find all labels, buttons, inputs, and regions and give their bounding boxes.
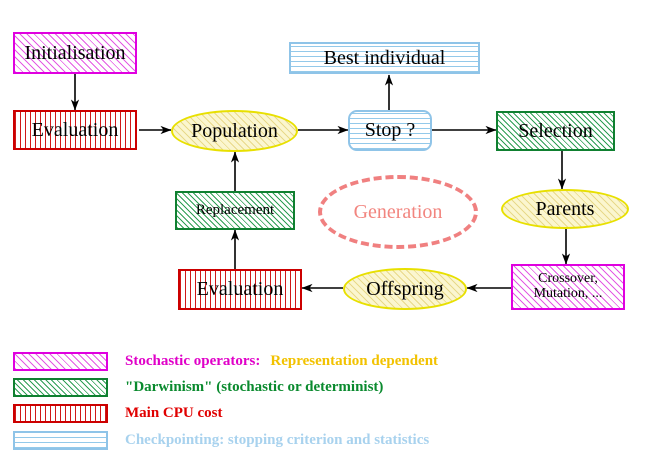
legend-row-darwinism: "Darwinism" (stochastic or determinist)	[13, 377, 383, 397]
node-population-label: Population	[191, 119, 278, 142]
node-evaluation-bottom[interactable]: Evaluation	[178, 269, 302, 310]
node-best-individual[interactable]: Best individual	[289, 42, 480, 74]
node-initialisation-label: Initialisation	[24, 41, 126, 64]
legend-label-cpu-cost: Main CPU cost	[125, 404, 223, 421]
node-evaluation-bottom-label: Evaluation	[196, 278, 284, 300]
node-generation-label: Generation	[353, 200, 443, 223]
legend-row-checkpointing: Checkpointing: stopping criterion and st…	[13, 430, 429, 450]
node-replacement[interactable]: Replacement	[175, 191, 295, 230]
node-initialisation[interactable]: Initialisation	[13, 32, 137, 74]
node-offspring[interactable]: Offspring	[343, 268, 467, 310]
node-variation[interactable]: Crossover, Mutation, ...	[511, 264, 625, 310]
legend-swatch-cpu-cost	[13, 403, 108, 423]
node-stop-label: Stop ?	[364, 119, 416, 141]
node-best-individual-label: Best individual	[323, 46, 446, 69]
node-parents[interactable]: Parents	[501, 189, 629, 229]
node-selection-label: Selection	[518, 119, 593, 142]
node-evaluation-top-label: Evaluation	[31, 118, 119, 141]
node-selection[interactable]: Selection	[496, 111, 615, 151]
node-variation-label: Crossover, Mutation, ...	[533, 271, 603, 301]
node-replacement-label: Replacement	[195, 201, 275, 218]
legend-swatch-darwinism	[13, 377, 108, 397]
legend-label-stochastic-detail: Representation dependent	[270, 352, 439, 369]
legend-label-checkpointing: Checkpointing: stopping criterion and st…	[125, 431, 430, 448]
node-parents-label: Parents	[535, 197, 595, 220]
legend-label-stochastic: Stochastic operators:	[125, 352, 261, 369]
node-generation: Generation	[318, 175, 478, 249]
legend-row-cpu-cost: Main CPU cost	[13, 403, 223, 423]
node-evaluation-top[interactable]: Evaluation	[13, 110, 137, 150]
node-stop[interactable]: Stop ?	[348, 110, 432, 151]
legend-swatch-stochastic	[13, 351, 108, 371]
legend-label-darwinism: "Darwinism" (stochastic or determinist)	[125, 378, 384, 395]
legend-row-stochastic: Stochastic operators: Representation dep…	[13, 351, 438, 371]
legend-swatch-checkpointing	[13, 430, 108, 450]
node-population[interactable]: Population	[171, 110, 298, 152]
node-offspring-label: Offspring	[366, 277, 444, 300]
